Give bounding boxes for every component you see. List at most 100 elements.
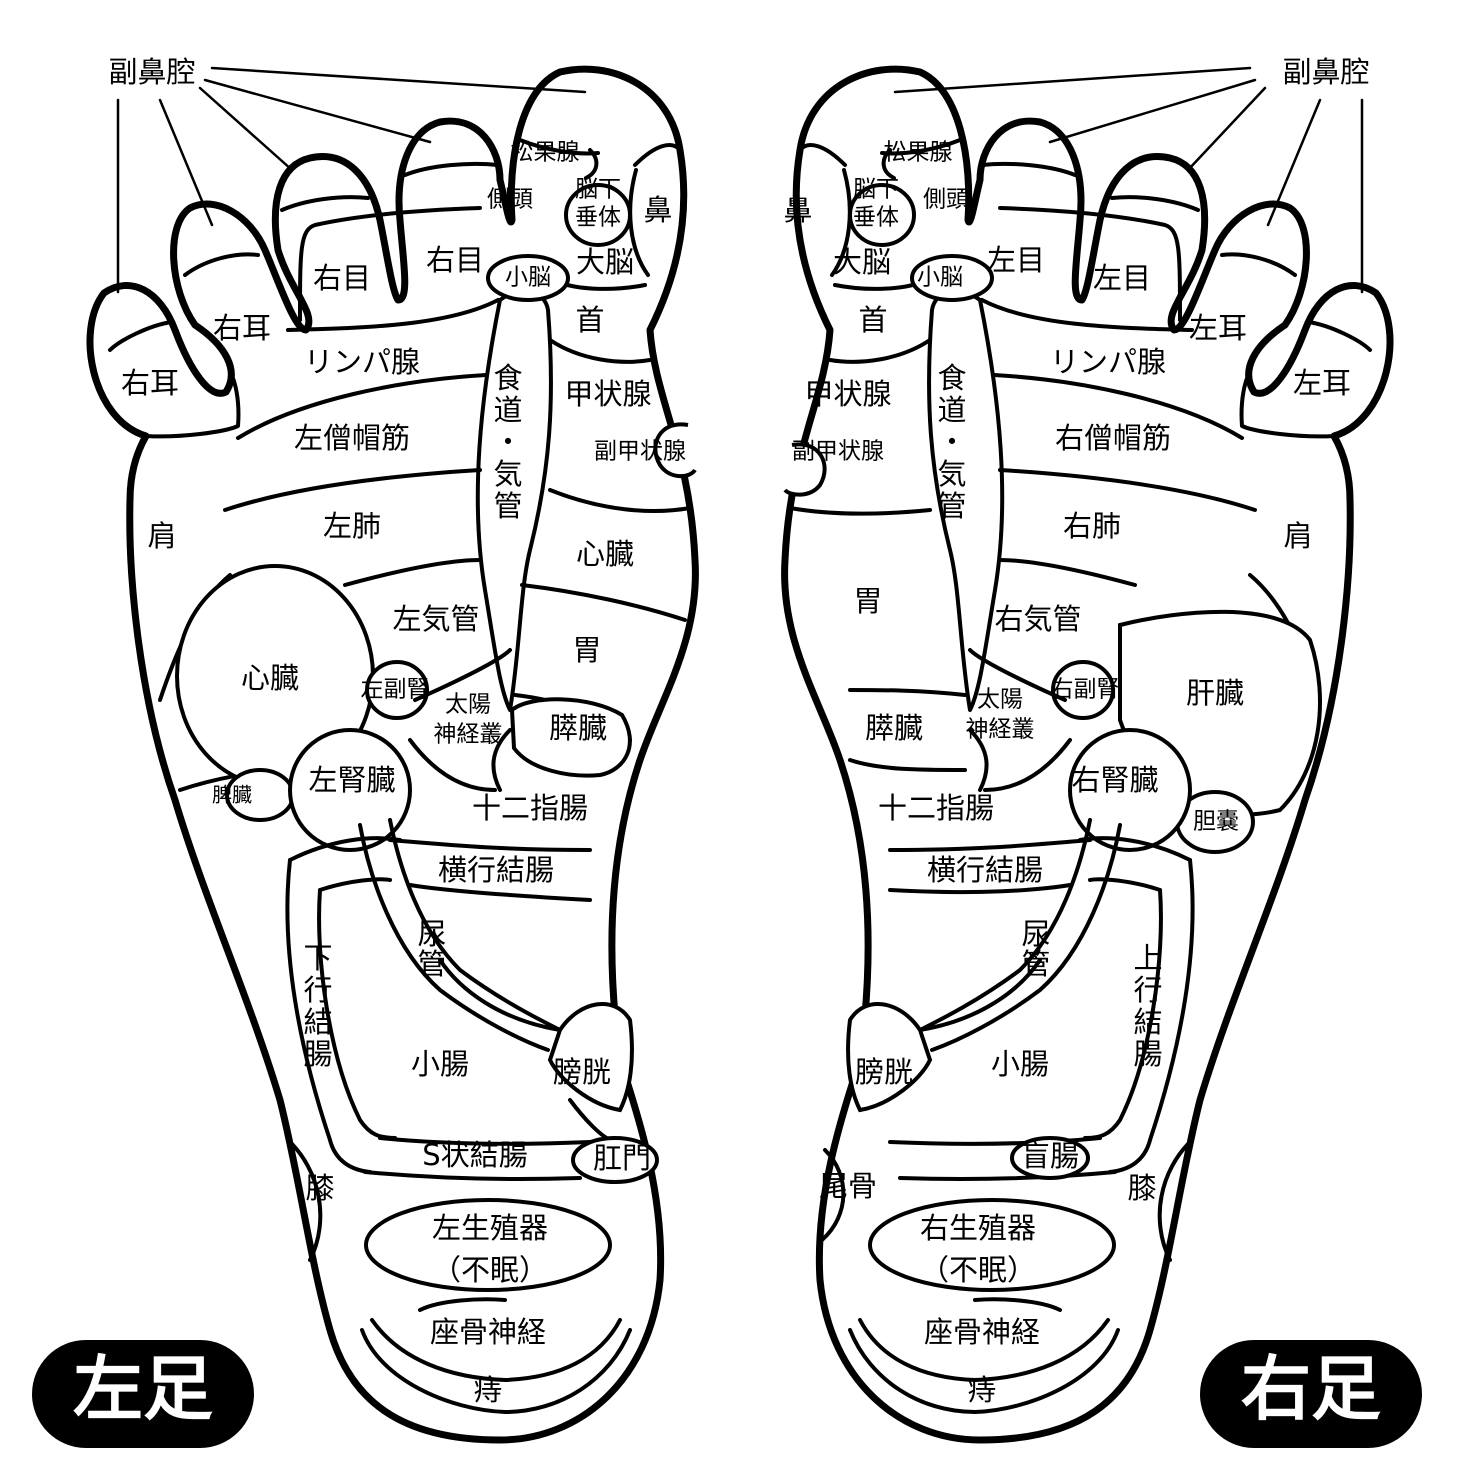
- right-foot-badge: 右足: [1200, 1340, 1422, 1448]
- right-label-esophagus-3: ・: [937, 425, 966, 459]
- right-label-nose: 鼻: [783, 193, 812, 227]
- left-label-genital-1: 左生殖器: [432, 1211, 548, 1245]
- left-foot-labels: 副鼻腔 松果腺 側頭 脳下 垂体 鼻 小脳 大脳 右目 右目 右耳 右耳 首 リ…: [108, 55, 686, 1407]
- right-label-genital-1: 右生殖器: [920, 1211, 1036, 1245]
- right-label-stomach: 胃: [853, 584, 882, 618]
- left-label-solar-2: 神経叢: [434, 722, 503, 748]
- right-label-bladder: 膀胱: [855, 1055, 913, 1089]
- left-anus-shape: [571, 1136, 659, 1184]
- left-label-stomach: 胃: [572, 633, 601, 667]
- right-label-neck: 首: [858, 303, 887, 337]
- right-label-duodenum: 十二指腸: [878, 791, 994, 825]
- right-genital-shape: [868, 1198, 1116, 1292]
- left-label-bronchus: 左気管: [392, 602, 479, 636]
- left-label-pancreas: 膵臓: [549, 711, 607, 745]
- left-label-descending-2: 行: [303, 973, 332, 1007]
- right-label-sinus: 副鼻腔: [1282, 55, 1369, 89]
- left-foot-badge: 左足: [32, 1340, 254, 1448]
- left-label-sciatic: 座骨神経: [430, 1315, 546, 1349]
- left-label-esophagus-2: 道: [493, 393, 522, 427]
- right-label-ear-b: 左耳: [1293, 366, 1351, 400]
- left-genital-shape: [364, 1198, 612, 1292]
- left-label-shoulder: 肩: [147, 519, 176, 553]
- right-label-liver: 肝臓: [1186, 676, 1244, 710]
- left-label-esophagus-4: 気: [493, 457, 522, 491]
- left-label-adrenal: 左副腎: [361, 677, 430, 703]
- right-label-shoulder: 肩: [1283, 519, 1312, 553]
- left-foot-badge-text: 左足: [73, 1348, 213, 1430]
- right-label-hemorrhoid: 痔: [967, 1373, 996, 1407]
- left-label-lymph: リンパ腺: [304, 345, 420, 379]
- left-label-transverse-colon: 横行結腸: [438, 853, 554, 887]
- right-foot-outline: [781, 65, 1394, 1444]
- right-label-temporal: 側頭: [923, 187, 969, 213]
- right-label-pituitary-1: 脳下: [853, 177, 899, 203]
- left-label-esophagus-3: ・: [493, 425, 522, 459]
- left-label-eye-b: 右目: [426, 243, 484, 277]
- right-label-solar-1: 太陽: [977, 687, 1023, 713]
- right-label-lung: 右肺: [1063, 509, 1121, 543]
- right-label-transverse-colon: 横行結腸: [927, 853, 1043, 887]
- left-label-anus: 肛門: [593, 1141, 651, 1175]
- left-label-descending-4: 腸: [303, 1037, 332, 1071]
- left-label-small-intestine: 小腸: [411, 1047, 469, 1081]
- right-kidney-shape: [1068, 728, 1192, 852]
- right-foot-labels: 副鼻腔 松果腺 側頭 脳下 垂体 鼻 小脳 大脳 左目 左目 左耳 左耳 首 リ…: [783, 55, 1369, 1407]
- right-label-esophagus-2: 道: [937, 393, 966, 427]
- right-label-coccyx: 尾骨: [819, 1169, 877, 1203]
- right-label-pancreas: 膵臓: [865, 711, 923, 745]
- left-label-ear-a: 右耳: [213, 311, 271, 345]
- right-label-adrenal: 右副腎: [1051, 677, 1120, 703]
- left-label-pituitary-1: 脳下: [575, 177, 621, 203]
- right-label-trapezius: 右僧帽筋: [1055, 421, 1171, 455]
- left-label-pituitary-2: 垂体: [575, 205, 621, 231]
- left-label-eye-a: 右目: [313, 261, 371, 295]
- left-label-solar-1: 太陽: [445, 692, 491, 718]
- right-label-esophagus-1: 食: [937, 361, 966, 395]
- right-label-esophagus-5: 管: [937, 489, 966, 523]
- left-kidney-shape: [288, 728, 412, 852]
- right-label-small-intestine: 小腸: [991, 1047, 1049, 1081]
- left-label-parathyroid: 副甲状腺: [594, 439, 686, 465]
- left-label-descending-3: 結: [303, 1005, 332, 1039]
- right-label-solar-2: 神経叢: [966, 717, 1035, 743]
- right-cecum-shape: [1010, 1136, 1090, 1180]
- right-label-pineal: 松果腺: [884, 140, 953, 166]
- right-label-eye-a: 左目: [987, 243, 1045, 277]
- left-label-esophagus-5: 管: [493, 489, 522, 523]
- left-label-heart: 心臓: [241, 661, 299, 695]
- left-label-kidney: 左腎臓: [308, 763, 395, 797]
- left-label-lung: 左肺: [323, 509, 381, 543]
- right-label-ascending-2: 行: [1133, 973, 1162, 1007]
- left-label-thyroid: 甲状腺: [564, 377, 651, 411]
- left-label-genital-2: （不眠）: [432, 1253, 548, 1287]
- left-foot-outline: [86, 65, 699, 1444]
- left-label-cerebellum: 小脳: [505, 265, 551, 291]
- right-label-esophagus-4: 気: [937, 457, 966, 491]
- right-label-genital-2: （不眠）: [920, 1253, 1036, 1287]
- right-label-ureter-1: 尿: [1021, 917, 1050, 951]
- right-pituitary-shape: [848, 183, 916, 247]
- right-adrenal-shape: [1051, 660, 1115, 720]
- right-label-bronchus: 右気管: [994, 602, 1081, 636]
- right-label-kidney: 右腎臓: [1071, 763, 1158, 797]
- right-label-ascending-4: 腸: [1133, 1037, 1162, 1071]
- left-cerebellum-shape: [486, 254, 570, 302]
- left-label-knee: 膝: [305, 1171, 334, 1205]
- left-foot: [86, 65, 699, 1444]
- right-label-parathyroid: 副甲状腺: [792, 439, 884, 465]
- right-label-ureter-2: 管: [1021, 947, 1050, 981]
- right-label-knee: 膝: [1127, 1171, 1156, 1205]
- right-label-gallbladder: 胆嚢: [1193, 809, 1239, 835]
- right-label-cerebellum: 小脳: [917, 265, 963, 291]
- right-label-ear-a: 左耳: [1189, 311, 1247, 345]
- left-label-esophagus-1: 食: [493, 361, 522, 395]
- left-label-nose: 鼻: [643, 193, 672, 227]
- left-label-ureter-2: 管: [417, 947, 446, 981]
- left-label-duodenum: 十二指腸: [472, 791, 588, 825]
- left-label-neck: 首: [575, 303, 604, 337]
- left-pituitary-shape: [564, 183, 632, 247]
- right-cerebellum-shape: [910, 254, 994, 302]
- left-label-ear-b: 右耳: [121, 366, 179, 400]
